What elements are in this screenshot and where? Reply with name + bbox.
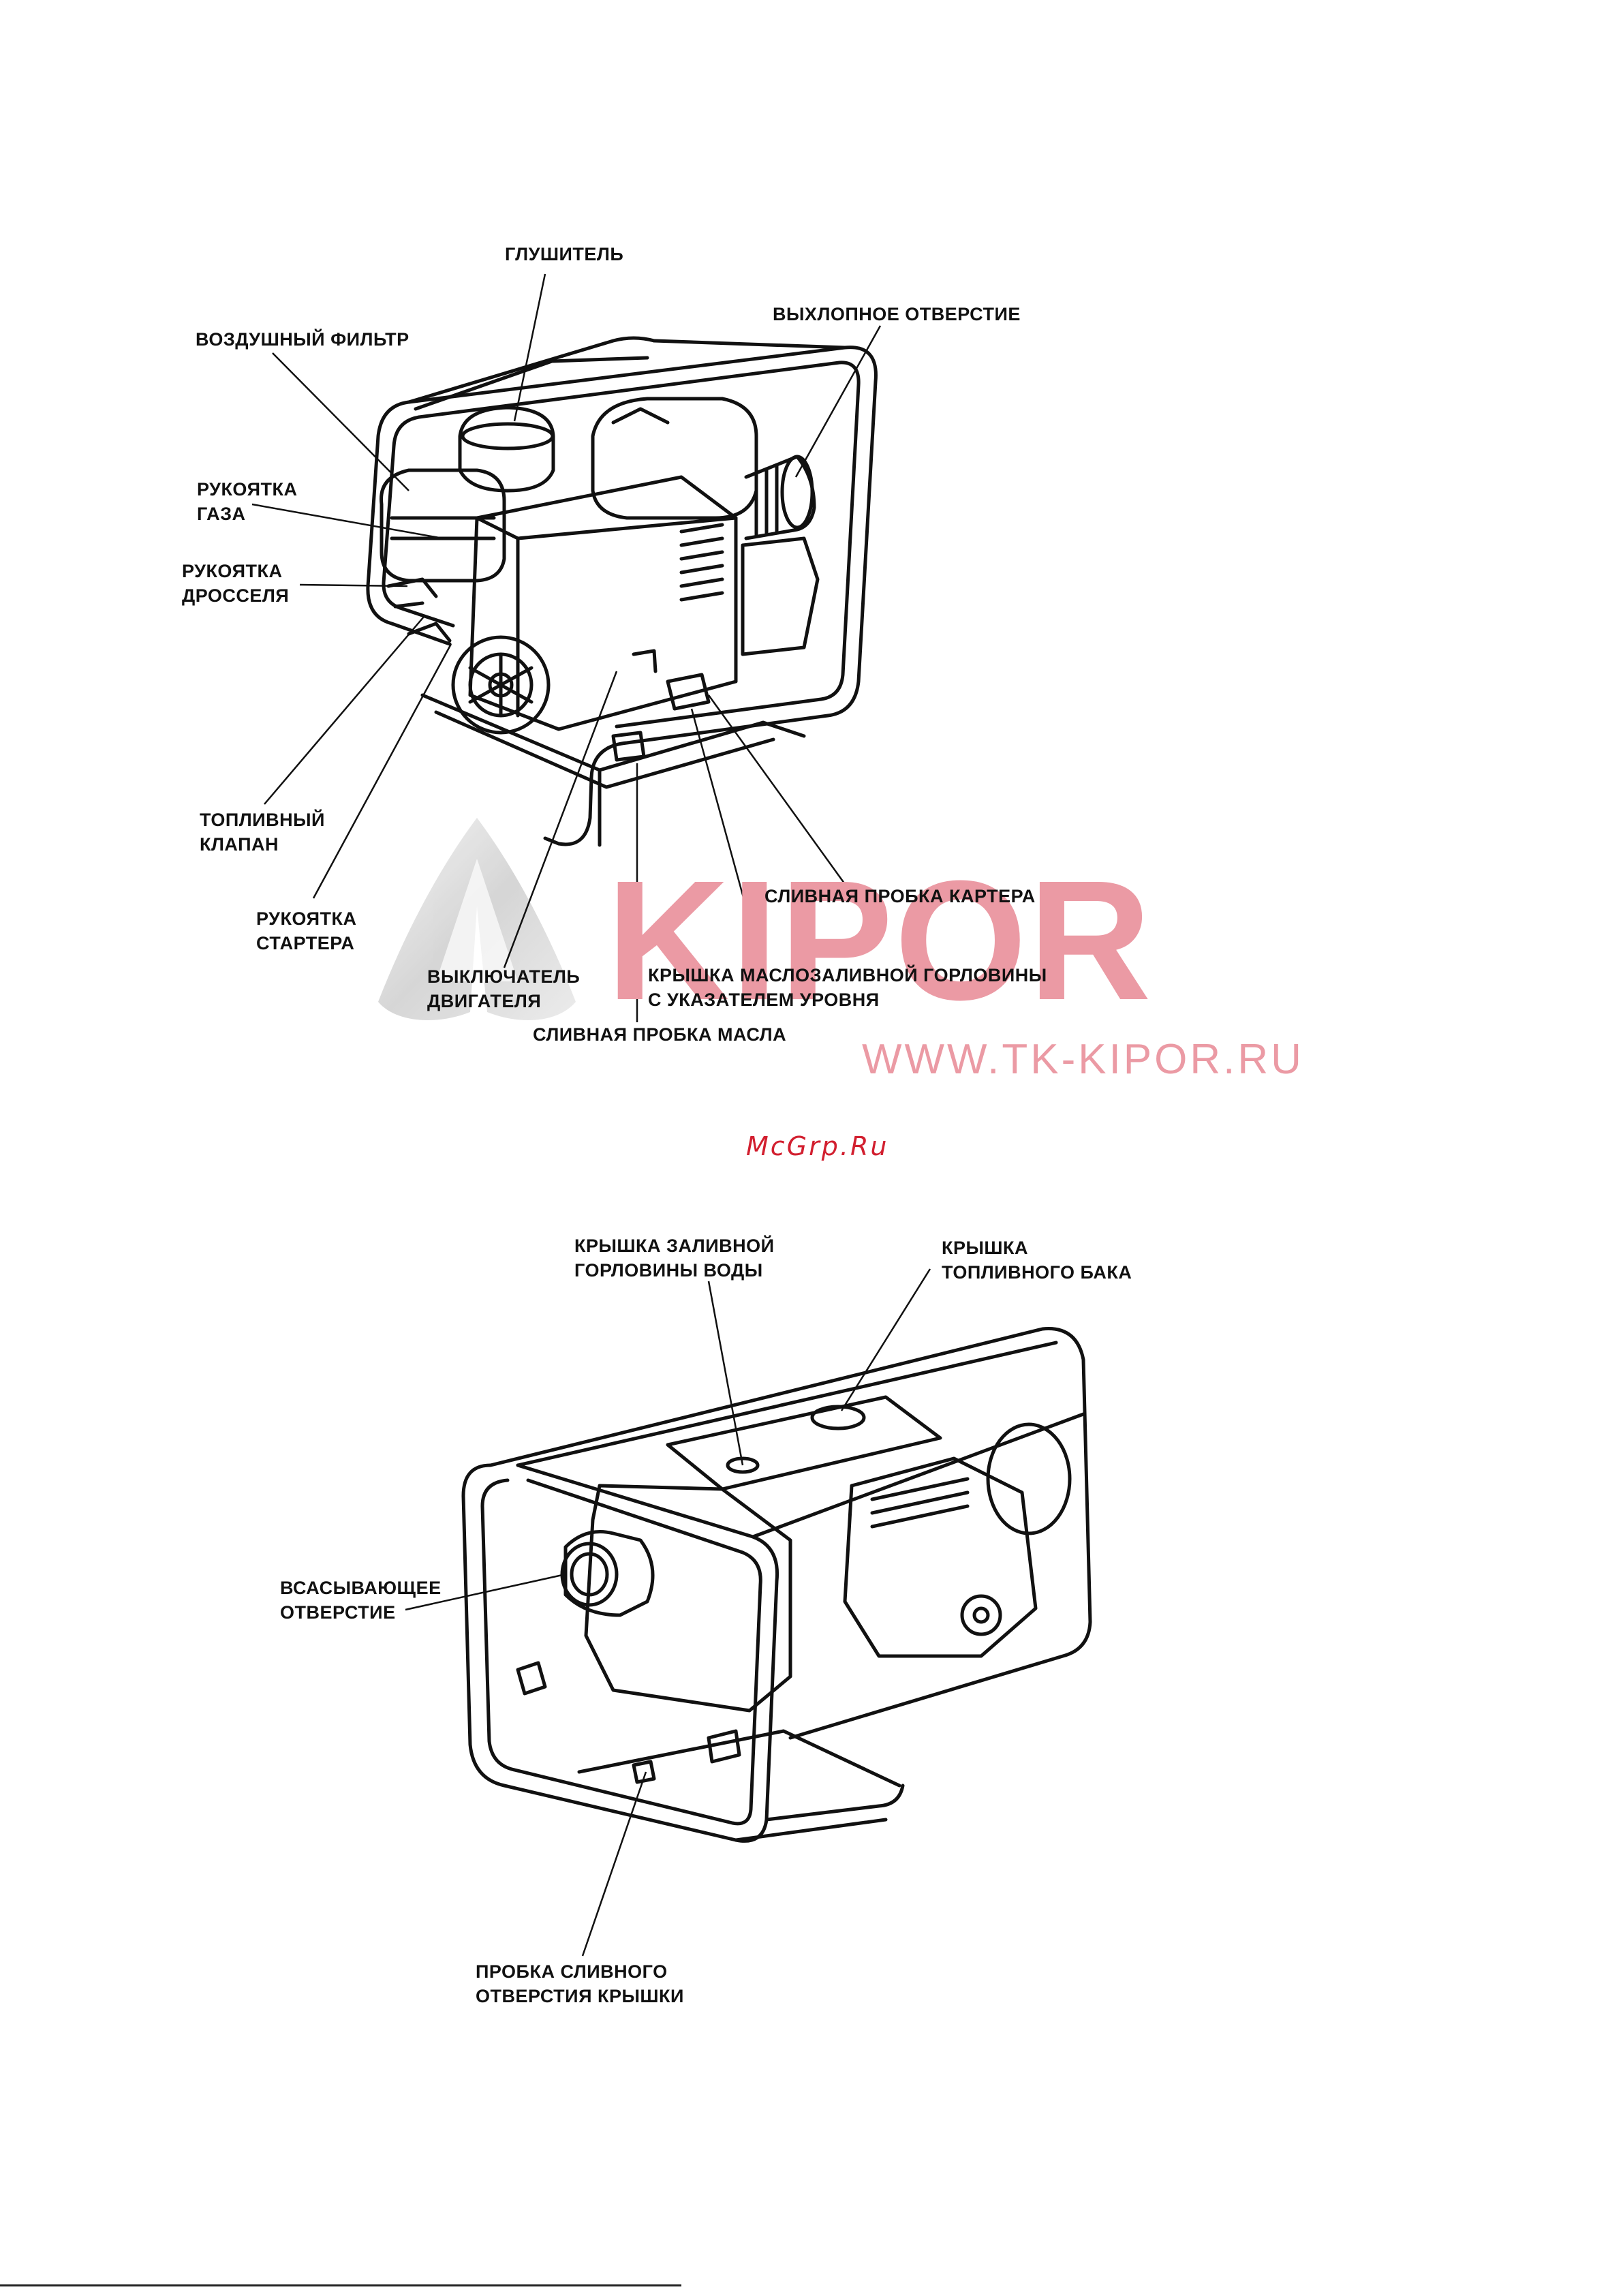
kipor-logo-mark — [378, 818, 576, 1020]
site-mark: McGrp.Ru — [746, 1131, 889, 1161]
leader-suction-port — [405, 1573, 566, 1611]
label-choke-lever: РУКОЯТКА ДРОССЕЛЯ — [182, 561, 290, 606]
leader-crankcase-drain — [707, 694, 856, 899]
label-suction-port: ВСАСЫВАЮЩЕЕ ОТВЕРСТИЕ — [280, 1578, 442, 1623]
label-air-filter: ВОЗДУШНЫЙ ФИЛЬТР — [196, 329, 409, 350]
label-starter-grip: РУКОЯТКА СТАРТЕРА — [256, 908, 357, 953]
pump-drawing-1 — [366, 336, 878, 847]
leader-exhaust-port — [794, 325, 882, 478]
label-oil-filler-cap: КРЫШКА МАСЛОЗАЛИВНОЙ ГОРЛОВИНЫ С УКАЗАТЕ… — [648, 965, 1047, 1010]
label-fuel-tank-cap: КРЫШКА ТОПЛИВНОГО БАКА — [942, 1238, 1132, 1283]
leader-casing-drain — [581, 1771, 647, 1957]
label-throttle-lever: РУКОЯТКА ГАЗА — [197, 479, 298, 524]
label-exhaust-port: ВЫХЛОПНОЕ ОТВЕРСТИЕ — [773, 304, 1021, 324]
label-casing-drain-plug: ПРОБКА СЛИВНОГО ОТВЕРСТИЯ КРЫШКИ — [476, 1961, 684, 2006]
leader-throttle — [251, 503, 444, 540]
label-water-filler-cap: КРЫШКА ЗАЛИВНОЙ ГОРЛОВИНЫ ВОДЫ — [574, 1236, 775, 1281]
leader-fuel-tank-cap — [840, 1268, 931, 1411]
label-oil-drain-plug: СЛИВНАЯ ПРОБКА МАСЛА — [533, 1024, 787, 1045]
footer-rule — [0, 2284, 681, 2286]
watermark-url: WWW.TK-KIPOR.RU — [862, 1036, 1304, 1083]
leader-air-filter — [272, 352, 409, 491]
leader-water-filler — [707, 1281, 744, 1466]
label-crankcase-drain-plug: СЛИВНАЯ ПРОБКА КАРТЕРА — [764, 886, 1036, 906]
leader-starter — [312, 643, 452, 899]
leader-engine-switch — [503, 671, 618, 968]
leader-oil-filler — [690, 708, 763, 965]
leader-lines-2 — [405, 1268, 931, 1957]
leader-choke — [299, 583, 408, 587]
label-fuel-valve: ТОПЛИВНЫЙ КЛАПАН — [200, 810, 325, 855]
leader-muffler — [513, 273, 546, 422]
label-muffler: ГЛУШИТЕЛЬ — [505, 244, 624, 264]
pump-drawing-2 — [461, 1327, 1092, 1843]
watermark-brand: KIPOR — [606, 845, 1153, 1035]
label-engine-switch: ВЫКЛЮЧАТЕЛЬ ДВИГАТЕЛЯ — [427, 966, 581, 1011]
leader-fuel-valve — [264, 616, 424, 805]
leader-lines-1 — [251, 273, 882, 1022]
